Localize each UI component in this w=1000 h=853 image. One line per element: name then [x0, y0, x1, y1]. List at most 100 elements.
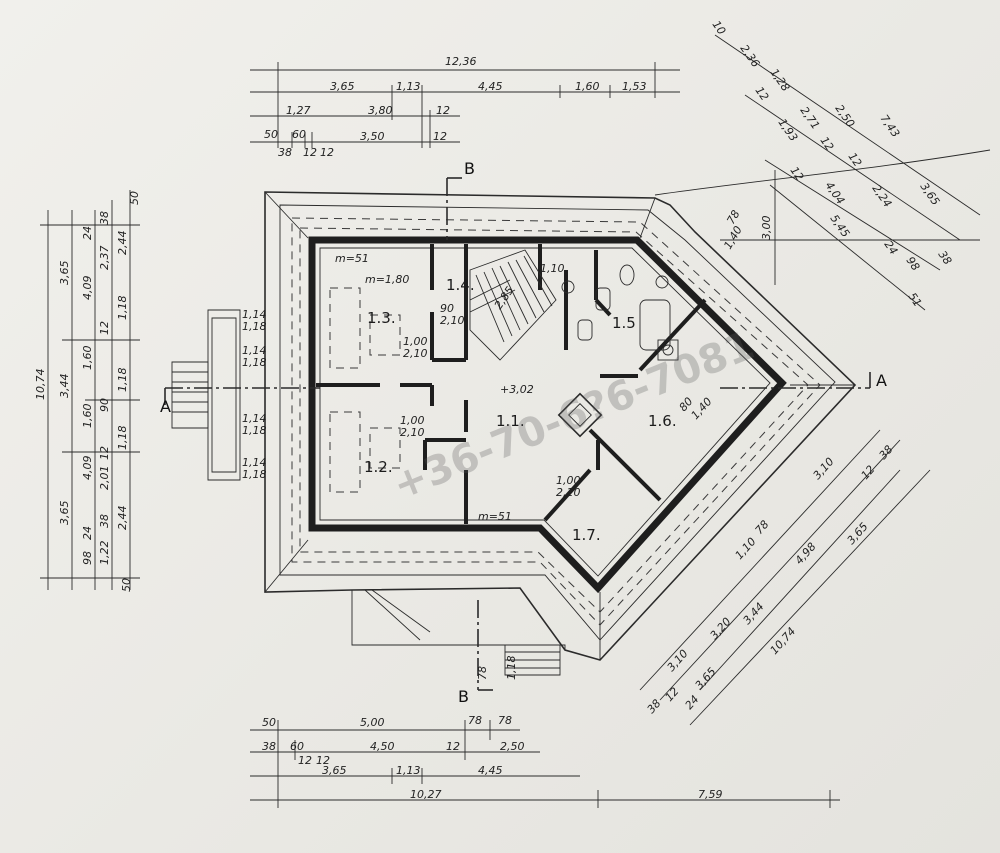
- dim-left-c5-1: 1,18: [116, 296, 129, 321]
- dim-left-c5-2: 1,18: [116, 368, 129, 393]
- dim-rb-6: 3,44: [741, 600, 767, 627]
- dim-left-c5-0: 2,44: [116, 231, 129, 256]
- dim-rt-3: 12: [753, 84, 772, 103]
- section-b-top-label: B: [464, 159, 475, 178]
- dim-left-s-8: 98: [81, 551, 94, 565]
- exterior-walls: [308, 236, 787, 594]
- note-win1b: 1,18: [242, 320, 267, 333]
- dim-rb-8: 1,10: [733, 535, 759, 562]
- room-1-3-label: 1.3.: [367, 309, 396, 327]
- note-win3b: 1,18: [242, 424, 267, 437]
- note-door2: 1,00: [400, 414, 425, 427]
- dim-bot-r2-1: 60: [290, 740, 304, 753]
- dim-bot-r4-2: 4,45: [478, 764, 503, 777]
- dim-top-r4-1: 12: [303, 146, 317, 159]
- dim-rt-17: 3,00: [760, 216, 773, 241]
- dim-rt-5: 2,50: [833, 102, 858, 130]
- room-1-1-label: 1.1.: [496, 412, 525, 430]
- note-door2b: 2,10: [400, 426, 425, 439]
- section-a-right-label: A: [876, 371, 887, 390]
- dim-top-r1-0: 3,65: [330, 80, 355, 93]
- dim-top-r2-1: 3,80: [368, 104, 393, 117]
- dim-left-c3-2: 1,60: [81, 404, 94, 429]
- dim-left-total: 10,74: [34, 369, 47, 401]
- note-bot1: 78: [476, 666, 489, 680]
- room-1-2-label: 1.2.: [364, 458, 393, 476]
- note-d16b: 1,40: [689, 395, 715, 422]
- dim-left-c4-1: 2,01: [98, 466, 111, 491]
- dim-bot-r2-4: 2,50: [500, 740, 525, 753]
- dim-left-s-3: 12: [98, 321, 111, 335]
- dim-top-r2-0: 1,27: [286, 104, 311, 117]
- dim-bot-r2-3: 12: [446, 740, 460, 753]
- room-1-7-label: 1.7.: [572, 526, 601, 544]
- dim-left-s-9: 1,22: [98, 541, 111, 566]
- dim-bot-r4-1: 1,13: [396, 764, 421, 777]
- note-ceiling: m=51: [335, 252, 369, 265]
- skylights: [329, 287, 401, 493]
- dim-rb-2: 38: [877, 443, 896, 462]
- dim-rb-11: 3,65: [693, 665, 719, 692]
- section-a-left-label: A: [160, 397, 171, 416]
- dim-bot-r5-0: 10,27: [410, 788, 442, 801]
- bottom-porch: [351, 589, 566, 676]
- interior-walls: [316, 244, 707, 524]
- section-lines: [164, 177, 871, 691]
- dim-rt-9: 12: [846, 150, 865, 169]
- dim-rb-4: 3,65: [845, 520, 871, 547]
- room-1-4-label: 1.4.: [446, 276, 475, 294]
- dim-rb-7: 3,20: [708, 615, 734, 642]
- bathroom-fixtures: [561, 264, 679, 361]
- bottom-dimension-lines: [250, 720, 840, 808]
- dim-left-s-5: 12: [98, 446, 111, 460]
- dim-top-r1-3: 1,60: [575, 80, 600, 93]
- dim-left-c2-2: 3,65: [58, 501, 71, 526]
- note-bot2: 1,18: [505, 656, 518, 681]
- dim-rt-19: 78: [724, 208, 742, 227]
- dim-rt-18: 1,40: [721, 224, 745, 252]
- dim-left-c3-1: 1,60: [81, 346, 94, 371]
- roof-outline: [264, 191, 857, 661]
- dim-rt-6: 7,43: [878, 112, 903, 140]
- dim-rb-9: 78: [753, 518, 772, 537]
- dim-left-s-1: 24: [81, 226, 94, 240]
- dim-bot-r1-3: 78: [498, 714, 512, 727]
- dim-bot-r1-2: 78: [468, 714, 482, 727]
- dim-bot-r4-0: 3,65: [322, 764, 347, 777]
- dim-left-c4-0: 2,37: [98, 246, 111, 271]
- dim-rb-10: 3,10: [665, 647, 691, 674]
- note-m17: m=51: [478, 510, 512, 523]
- dim-top-r3-2: 3,50: [360, 130, 385, 143]
- dim-top-r3-1: 60: [292, 128, 306, 141]
- left-porch: [171, 309, 241, 481]
- left-dimension-lines: [40, 190, 140, 590]
- dim-rt-10: 3,65: [918, 180, 943, 208]
- dim-bot-r5-1: 7,59: [698, 788, 723, 801]
- note-win2: 1,14: [242, 344, 267, 357]
- dim-bot-r2-0: 38: [262, 740, 276, 753]
- room-1-5-label: 1.5: [612, 314, 636, 332]
- dim-rt-20: 12: [788, 164, 807, 183]
- dim-left-c3-3: 4,09: [81, 456, 94, 481]
- note-stair: 2,85: [492, 284, 517, 312]
- dim-rt-0: 10: [710, 18, 729, 37]
- dim-top-r3-3: 12: [433, 130, 447, 143]
- dim-top-r2-2: 12: [436, 104, 450, 117]
- dim-bot-r3-1: 12: [316, 754, 330, 767]
- note-d14: 90: [440, 302, 454, 315]
- note-room13-height: m=1,80: [365, 273, 409, 286]
- note-door1: 1,00: [403, 335, 428, 348]
- chimney: [557, 392, 603, 438]
- dim-rt-4: 2,71: [798, 104, 823, 132]
- dim-left-c5-3: 1,18: [116, 426, 129, 451]
- note-d17b: 2,10: [556, 486, 581, 499]
- dim-left-s-10: 50: [120, 578, 133, 592]
- note-floor-level: +3,02: [500, 383, 534, 396]
- dim-rb-0: 3,10: [811, 455, 837, 482]
- dim-top-r3-0: 50: [264, 128, 278, 141]
- dim-left-c2-0: 3,65: [58, 261, 71, 286]
- dim-rb-13: 12: [663, 685, 682, 704]
- note-win4b: 1,18: [242, 468, 267, 481]
